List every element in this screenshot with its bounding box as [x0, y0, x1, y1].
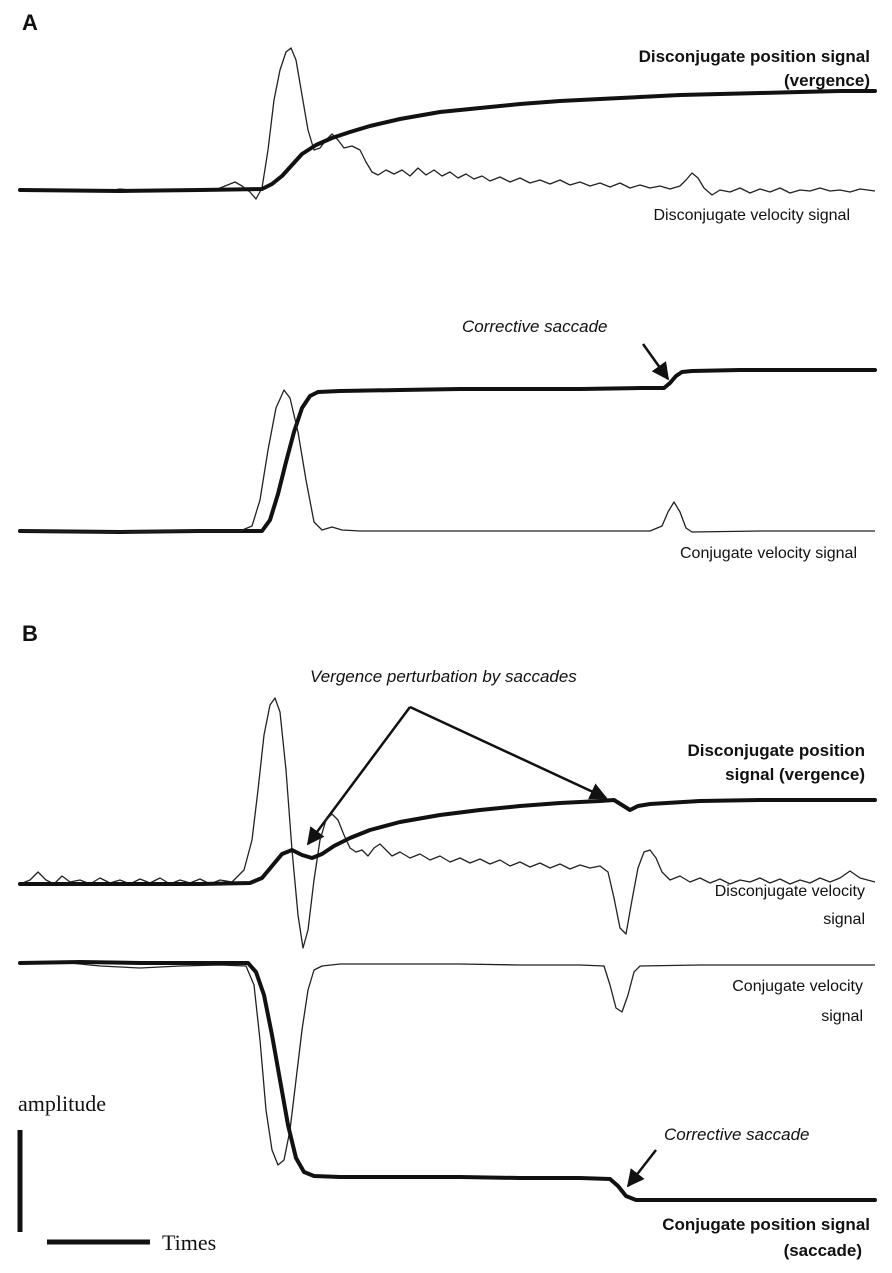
panel-b-disconjugate-velocity-label-2: signal — [823, 911, 865, 928]
panel-b-conjugate-velocity-label-1: Conjugate velocity — [732, 978, 863, 995]
amplitude-scale-label: amplitude — [18, 1091, 106, 1116]
panel-b-disconjugate-velocity-label-1: Disconjugate velocity — [715, 883, 865, 900]
panel-a-conjugate-velocity-label: Conjugate velocity signal — [680, 545, 857, 562]
panel-b-disconjugate-velocity-trace — [19, 697, 876, 949]
panel-b-corrective-saccade-label: Corrective saccade — [664, 1125, 810, 1144]
panel-b-conjugate-position-trace — [18, 960, 877, 1202]
panel-b-disconjugate-position-label-2: signal (vergence) — [725, 765, 865, 784]
panel-a-disconjugate-position-label-2: (vergence) — [784, 71, 870, 90]
panel-b-disconjugate-position-trace — [18, 798, 877, 886]
panel-b-conjugate-position-label-1: Conjugate position signal — [662, 1215, 870, 1234]
panel-a-disconjugate-velocity-trace — [19, 47, 876, 200]
panel-a-conjugate-position-trace — [18, 368, 877, 534]
panel-b-perturbation-arrow-right — [409, 705, 608, 800]
panel-a-disconjugate-position-label-1: Disconjugate position signal — [639, 47, 870, 66]
panel-b-conjugate-velocity-label-2: signal — [821, 1008, 863, 1025]
panel-b-conjugate-position-label-2: (saccade) — [784, 1241, 862, 1260]
panel-b-disconjugate-position-label-1: Disconjugate position — [687, 741, 865, 760]
panel-b-corrective-saccade-arrow — [626, 1149, 657, 1188]
panel-b-label: B — [22, 621, 38, 646]
panel-b-conjugate-velocity-trace — [19, 961, 875, 1166]
panel-a-label: A — [22, 10, 38, 35]
panel-a-conjugate-velocity-trace — [19, 389, 875, 533]
time-scale-label: Times — [162, 1230, 216, 1255]
panel-a-disconjugate-position-trace — [18, 89, 877, 193]
panel-a-disconjugate-velocity-label: Disconjugate velocity signal — [653, 207, 850, 224]
panel-a-corrective-saccade-label: Corrective saccade — [462, 317, 608, 336]
panel-a-corrective-saccade-arrow — [641, 343, 670, 381]
panel-b-vergence-perturbation-label: Vergence perturbation by saccades — [310, 667, 577, 686]
